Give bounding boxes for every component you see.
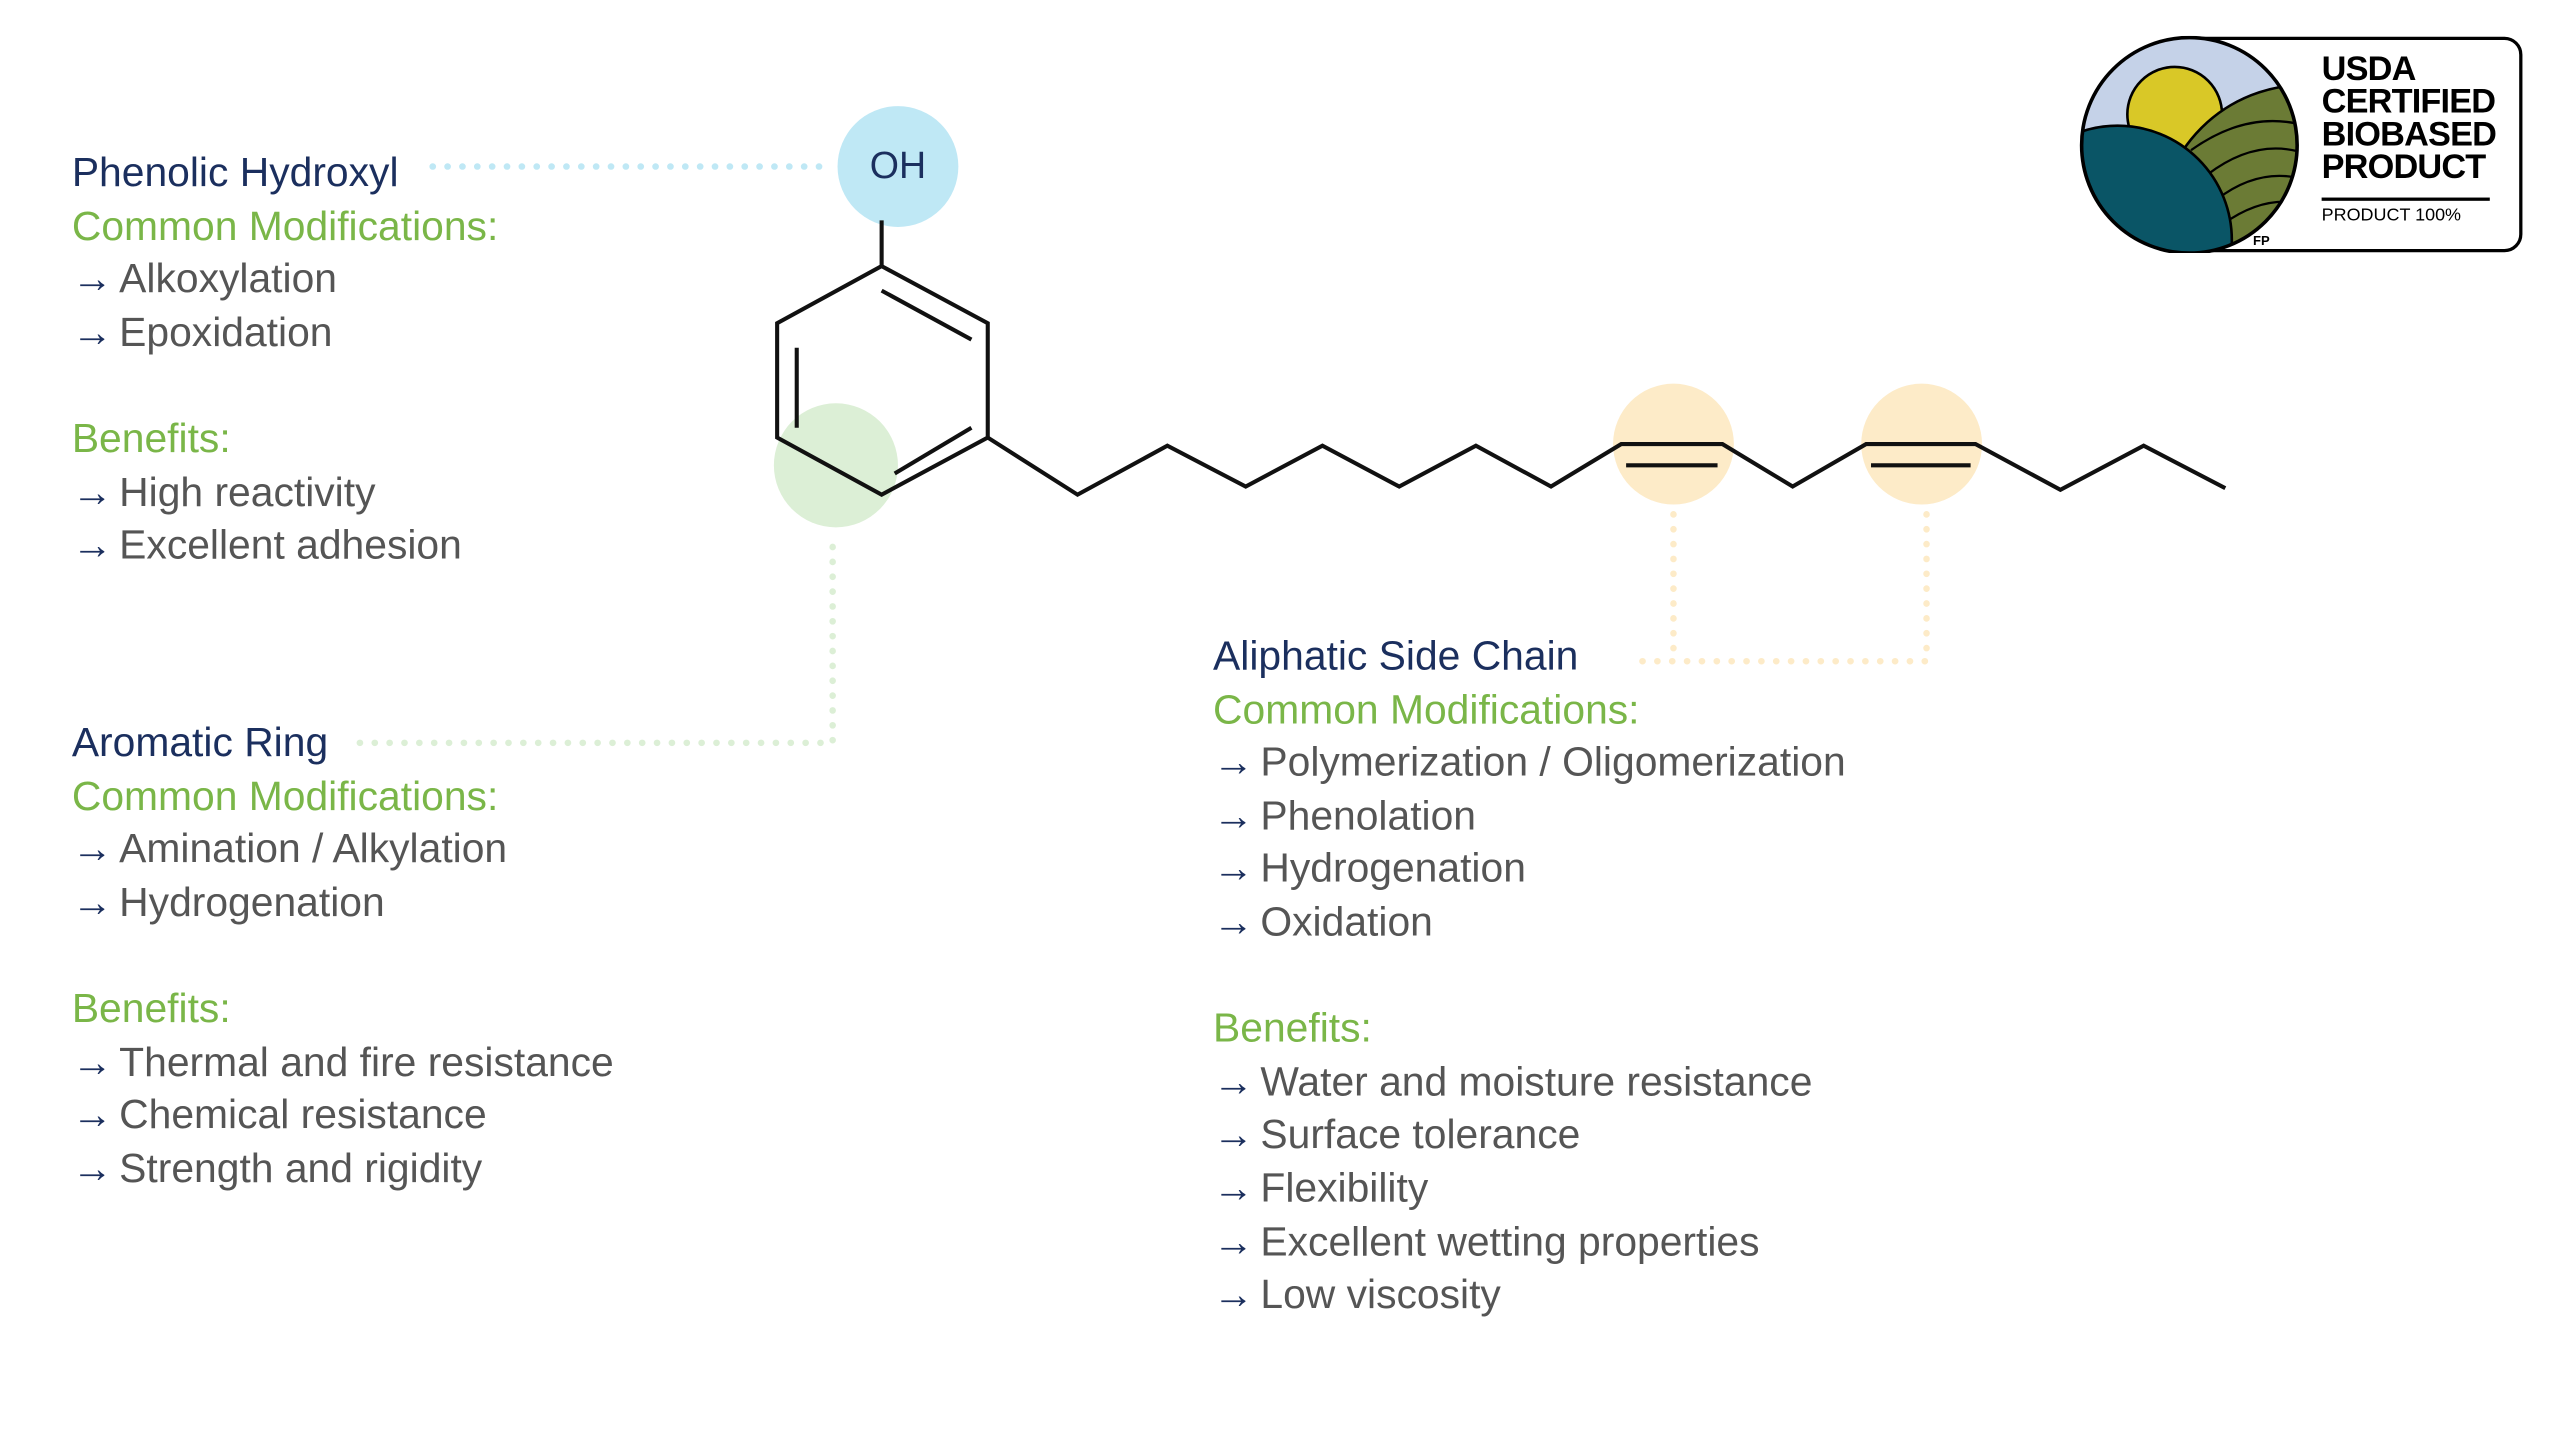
arrow-right-icon: → bbox=[71, 879, 113, 926]
arrow-right-icon: → bbox=[71, 1145, 113, 1192]
arrow-right-icon: → bbox=[1213, 1112, 1254, 1159]
arrow-right-icon: → bbox=[71, 1039, 113, 1085]
phenolic-hydroxyl-section: Phenolic Hydroxyl Common Modifications: … bbox=[72, 147, 498, 573]
arrow-right-icon: → bbox=[1213, 739, 1254, 786]
list-item: →Alkoxylation bbox=[71, 256, 337, 303]
arrow-right-icon: → bbox=[71, 256, 113, 303]
arrow-right-icon: → bbox=[1213, 1059, 1254, 1105]
section-title: Aliphatic Side Chain bbox=[1213, 633, 1579, 680]
arrow-right-icon: → bbox=[71, 309, 113, 356]
list-item: →High reactivity bbox=[71, 469, 376, 516]
arrow-right-icon: → bbox=[1213, 1272, 1254, 1318]
list-item: →Hydrogenation bbox=[71, 879, 385, 926]
modifications-label: Common Modifications: bbox=[1213, 686, 1640, 733]
modifications-label: Common Modifications: bbox=[71, 773, 499, 819]
list-item: →Epoxidation bbox=[71, 309, 333, 356]
benefits-label: Benefits: bbox=[1213, 1005, 1372, 1052]
list-item: →Oxidation bbox=[1213, 899, 1433, 946]
list-item: →Chemical resistance bbox=[71, 1092, 487, 1139]
benefits-label: Benefits: bbox=[71, 416, 231, 462]
arrow-right-icon: → bbox=[1213, 793, 1254, 839]
arrow-right-icon: → bbox=[1213, 846, 1254, 893]
usda-biobased-logo bbox=[2079, 35, 2523, 254]
list-item: →Polymerization / Oligomerization bbox=[1213, 739, 1846, 786]
list-item: →Amination / Alkylation bbox=[71, 826, 508, 873]
logo-mark: FP bbox=[2253, 233, 2270, 249]
arrow-right-icon: → bbox=[71, 522, 113, 569]
list-item: →Water and moisture resistance bbox=[1213, 1059, 1813, 1105]
ring-highlight bbox=[773, 403, 898, 528]
arrow-right-icon: → bbox=[1213, 1165, 1254, 1212]
list-item: →Phenolation bbox=[1213, 793, 1477, 839]
list-item: →Strength and rigidity bbox=[71, 1145, 483, 1192]
list-item: →Flexibility bbox=[1213, 1165, 1429, 1212]
arrow-right-icon: → bbox=[1213, 899, 1254, 946]
bonds bbox=[775, 220, 2227, 498]
section-title: Phenolic Hydroxyl bbox=[71, 150, 399, 196]
list-item: →Hydrogenation bbox=[1213, 846, 1526, 893]
ring-connector bbox=[352, 543, 836, 747]
list-item: →Low viscosity bbox=[1213, 1272, 1501, 1318]
arrow-right-icon: → bbox=[1213, 1218, 1254, 1265]
list-item: →Surface tolerance bbox=[1213, 1112, 1581, 1159]
modifications-label: Common Modifications: bbox=[71, 203, 499, 250]
list-item: →Excellent adhesion bbox=[71, 522, 462, 569]
arrow-right-icon: → bbox=[71, 1092, 113, 1139]
benefits-label: Benefits: bbox=[71, 986, 231, 1032]
logo-subtitle: PRODUCT 100% bbox=[2321, 197, 2490, 225]
arrow-right-icon: → bbox=[71, 826, 113, 873]
arrow-right-icon: → bbox=[71, 469, 113, 516]
aliphatic-side-chain-section: Aliphatic Side Chain Common Modification… bbox=[1213, 630, 1846, 1322]
aromatic-ring-section: Aromatic Ring Common Modifications: →Ami… bbox=[72, 717, 614, 1196]
hydroxyl-label: OH bbox=[869, 143, 927, 187]
section-title: Aromatic Ring bbox=[71, 719, 329, 766]
list-item: →Thermal and fire resistance bbox=[71, 1039, 614, 1085]
logo-title: USDA CERTIFIED BIOBASED PRODUCT bbox=[2321, 50, 2497, 187]
chain-connector-2 bbox=[1629, 511, 1930, 665]
hydroxyl-highlight bbox=[837, 106, 959, 227]
list-item: →Excellent wetting properties bbox=[1213, 1218, 1760, 1265]
